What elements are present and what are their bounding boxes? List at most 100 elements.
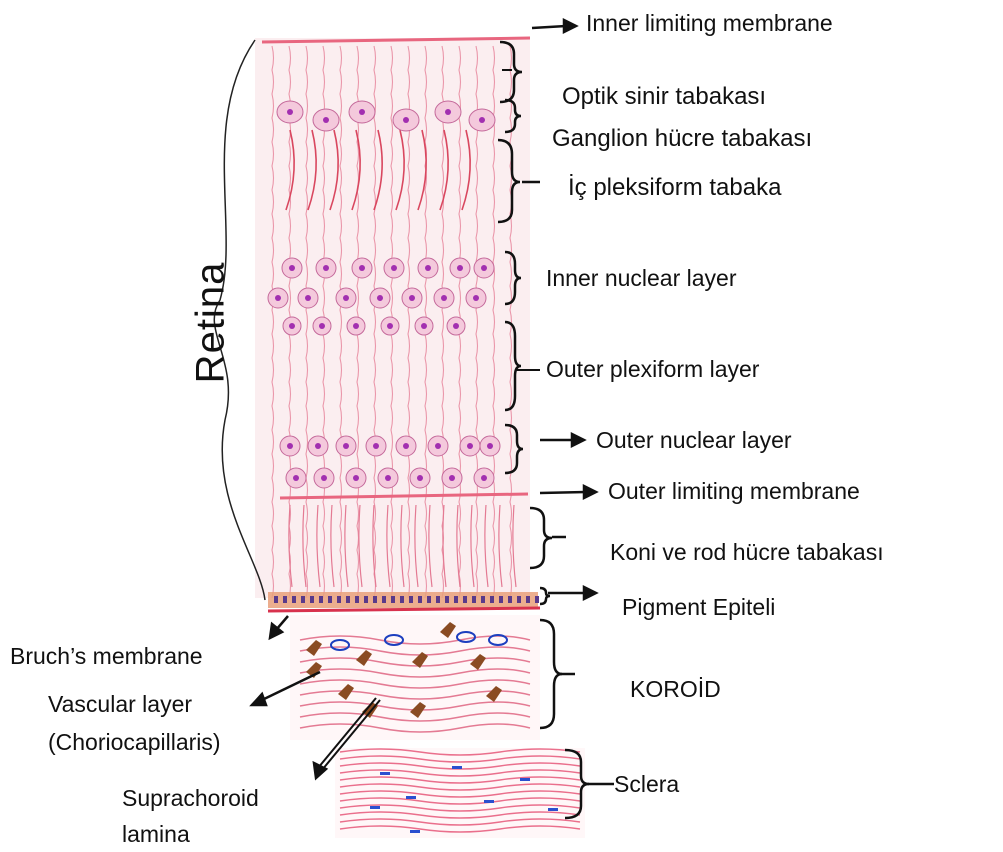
pigment-granule <box>427 596 431 603</box>
inner-nuclear-cell-nucleus <box>421 323 427 329</box>
pigment-granule <box>337 596 341 603</box>
inner-nuclear-cell-nucleus <box>387 323 393 329</box>
outer-nuclear-cell-nucleus <box>487 443 493 449</box>
inner-nuclear-cell-nucleus <box>453 323 459 329</box>
inner-limiting-membrane-label: Inner limiting membrane <box>586 11 833 36</box>
inner-nuclear-cell-nucleus <box>473 295 479 301</box>
ganglion-cell-nucleus <box>445 109 451 115</box>
pigment-granule <box>481 596 485 603</box>
outer-nuclear-cell-nucleus <box>293 475 299 481</box>
bruch-membrane-line <box>268 608 540 611</box>
ganglion-cell-nucleus <box>359 109 365 115</box>
fibroblast-nucleus <box>452 766 462 769</box>
pigment-granule <box>463 596 467 603</box>
retina-label: Retina <box>188 262 233 384</box>
ganglion-cell-nucleus <box>403 117 409 123</box>
pigment-granule <box>391 596 395 603</box>
pigment-granule <box>526 596 530 603</box>
outer-nuclear-cell-nucleus <box>353 475 359 481</box>
pigment-granule <box>508 596 512 603</box>
outer-plexiform-label: Outer plexiform layer <box>546 357 759 382</box>
inner-nuclear-cell-nucleus <box>305 295 311 301</box>
optik-sinir-label: Optik sinir tabakası <box>562 84 766 110</box>
outer-nuclear-cell-nucleus <box>287 443 293 449</box>
ganglion-cell-nucleus <box>287 109 293 115</box>
pigment-granule <box>310 596 314 603</box>
inner-nuclear-label: Inner nuclear layer <box>546 266 737 291</box>
pigment-granule <box>301 596 305 603</box>
koroid-label: KOROİD <box>630 677 721 702</box>
pigment-granule <box>373 596 377 603</box>
outer-nuclear-cell-nucleus <box>343 443 349 449</box>
inner-nuclear-cell-nucleus <box>275 295 281 301</box>
fibroblast-nucleus <box>484 800 494 803</box>
fibroblast-nucleus <box>520 778 530 781</box>
pigment-granule <box>490 596 494 603</box>
outer-nuclear-cell-nucleus <box>449 475 455 481</box>
inner-nuclear-cell-nucleus <box>289 323 295 329</box>
outer-nuclear-cell-nucleus <box>467 443 473 449</box>
brace-koroid <box>540 620 562 728</box>
inner-nuclear-cell-nucleus <box>353 323 359 329</box>
inner-nuclear-cell-nucleus <box>441 295 447 301</box>
outer-limiting-membrane-label: Outer limiting membrane <box>608 479 860 504</box>
pigment-granule <box>436 596 440 603</box>
outer-nuclear-cell-nucleus <box>403 443 409 449</box>
pigment-granule <box>445 596 449 603</box>
lamina-label: lamina <box>122 822 190 847</box>
pigment-granule <box>283 596 287 603</box>
pigment-granule <box>517 596 521 603</box>
pigment-granule <box>328 596 332 603</box>
pigment-granule <box>535 596 539 603</box>
sclera-label: Sclera <box>614 772 679 797</box>
inner-nuclear-cell-nucleus <box>323 265 329 271</box>
pigment-granule <box>346 596 350 603</box>
ganglion-cell-nucleus <box>479 117 485 123</box>
brace-koni-rod <box>530 508 552 568</box>
pigment-granule <box>292 596 296 603</box>
pigment-granule <box>382 596 386 603</box>
outer-nuclear-cell-nucleus <box>385 475 391 481</box>
inner-nuclear-cell-nucleus <box>391 265 397 271</box>
pigment-granule <box>364 596 368 603</box>
inner-nuclear-cell-nucleus <box>289 265 295 271</box>
pigment-epiteli-label: Pigment Epiteli <box>622 595 775 620</box>
ic-pleksiform-label: İç pleksiform tabaka <box>568 175 781 201</box>
vascular-layer-label: Vascular layer <box>48 692 192 717</box>
pigment-granule <box>319 596 323 603</box>
ganglion-label: Ganglion hücre tabakası <box>552 126 812 152</box>
brace-pigment <box>540 588 550 604</box>
inner-nuclear-cell-nucleus <box>359 265 365 271</box>
outer-nuclear-cell-nucleus <box>417 475 423 481</box>
pigment-granule <box>472 596 476 603</box>
pigment-granule <box>400 596 404 603</box>
pigment-granule <box>454 596 458 603</box>
outer-nuclear-cell-nucleus <box>315 443 321 449</box>
outer-nuclear-cell-nucleus <box>435 443 441 449</box>
inner-nuclear-cell-nucleus <box>481 265 487 271</box>
inner-nuclear-cell-nucleus <box>377 295 383 301</box>
choriocapillaris-label: (Choriocapillaris) <box>48 730 221 755</box>
outer-nuclear-cell-nucleus <box>373 443 379 449</box>
pigment-granule <box>274 596 278 603</box>
koni-rod-label: Koni ve rod hücre tabakası <box>610 540 884 565</box>
pigment-granule <box>355 596 359 603</box>
fibroblast-nucleus <box>380 772 390 775</box>
inner-nuclear-cell-nucleus <box>425 265 431 271</box>
fibroblast-nucleus <box>548 808 558 811</box>
suprachoroid-label: Suprachoroid <box>122 786 259 811</box>
outer-nuclear-label: Outer nuclear layer <box>596 428 792 453</box>
pigment-granule <box>409 596 413 603</box>
outer-nuclear-cell-nucleus <box>321 475 327 481</box>
inner-nuclear-cell-nucleus <box>319 323 325 329</box>
inner-nuclear-cell-nucleus <box>409 295 415 301</box>
fibroblast-nucleus <box>406 796 416 799</box>
inner-nuclear-cell-nucleus <box>457 265 463 271</box>
inner-nuclear-cell-nucleus <box>343 295 349 301</box>
fibroblast-nucleus <box>410 830 420 833</box>
pigment-granule <box>418 596 422 603</box>
fibroblast-nucleus <box>370 806 380 809</box>
bruch-membrane-label: Bruch’s membrane <box>10 644 203 669</box>
